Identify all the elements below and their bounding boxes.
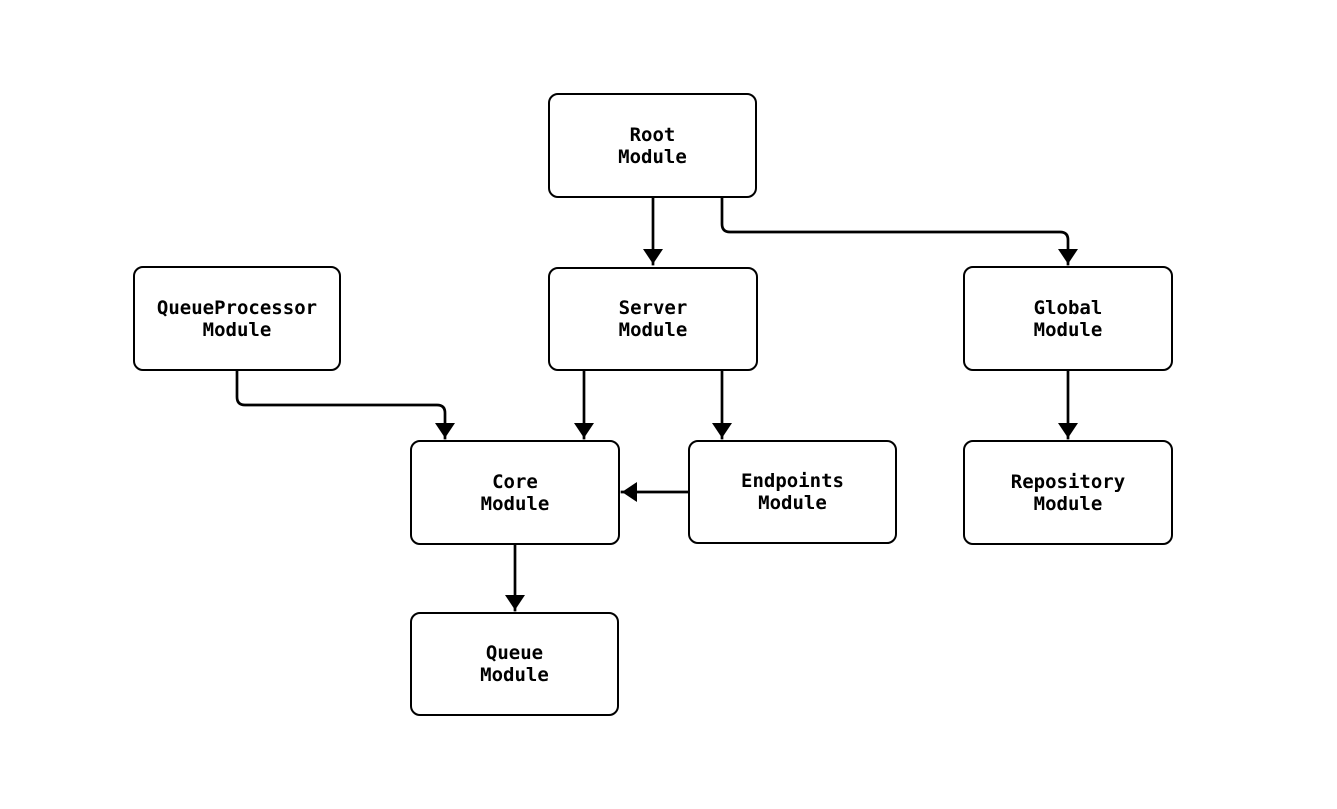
node-queue-module-label: Queue Module <box>480 642 549 686</box>
node-global-module: Global Module <box>963 266 1173 371</box>
node-repository-module-label: Repository Module <box>1010 470 1126 515</box>
node-queueprocessor-module-label: QueueProcessor Module <box>156 296 318 341</box>
node-server-module: Server Module <box>548 267 758 371</box>
edge-queueprocessor-to-core <box>235 369 455 440</box>
node-queueprocessor-module: QueueProcessor Module <box>133 266 341 371</box>
node-repository-module: Repository Module <box>963 440 1173 545</box>
node-root-module-label: Root Module <box>618 123 687 168</box>
node-endpoints-module: Endpoints Module <box>688 440 897 544</box>
node-queue-module: Queue Module <box>410 612 619 716</box>
node-root-module: Root Module <box>548 93 757 198</box>
node-endpoints-module-label: Endpoints Module <box>741 470 844 514</box>
node-core-module: Core Module <box>410 440 620 545</box>
edge-root-to-global <box>720 196 1078 266</box>
node-global-module-label: Global Module <box>1033 296 1103 341</box>
node-core-module-label: Core Module <box>480 470 550 515</box>
node-server-module-label: Server Module <box>618 297 688 341</box>
